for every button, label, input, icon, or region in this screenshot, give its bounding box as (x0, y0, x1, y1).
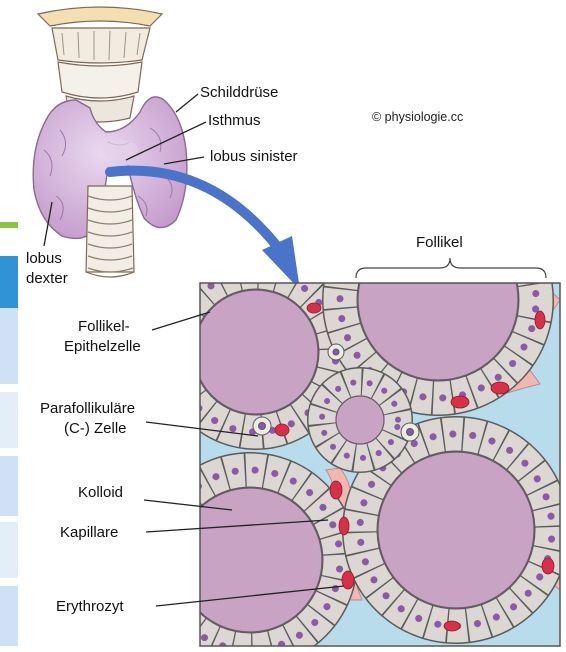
label-lobus-sinister: lobus sinister (210, 148, 298, 166)
label-kolloid: Kolloid (78, 484, 123, 502)
label-follikel-epithelzelle-1: Follikel- (78, 318, 130, 336)
label-parafollikulaere-1: Parafollikuläre (40, 400, 135, 418)
follicle-3 (160, 470, 340, 650)
label-schilddruese: Schilddrüse (200, 84, 278, 102)
label-follikel: Follikel (416, 234, 463, 252)
trachea (86, 186, 134, 277)
label-isthmus: Isthmus (208, 112, 261, 130)
copyright-notice: © physiologie.cc (372, 110, 463, 124)
label-parafollikulaere-2: (C-) Zelle (64, 420, 127, 438)
label-lobus-dexter-2: dexter (26, 270, 68, 288)
label-erythrozyt: Erythrozyt (56, 598, 124, 616)
label-follikel-epithelzelle-2: Epithelzelle (64, 338, 141, 356)
label-kapillare: Kapillare (60, 524, 118, 542)
follicle-5 (322, 382, 398, 458)
label-lobus-dexter-1: lobus (26, 250, 62, 268)
follicle-bracket (356, 258, 546, 278)
